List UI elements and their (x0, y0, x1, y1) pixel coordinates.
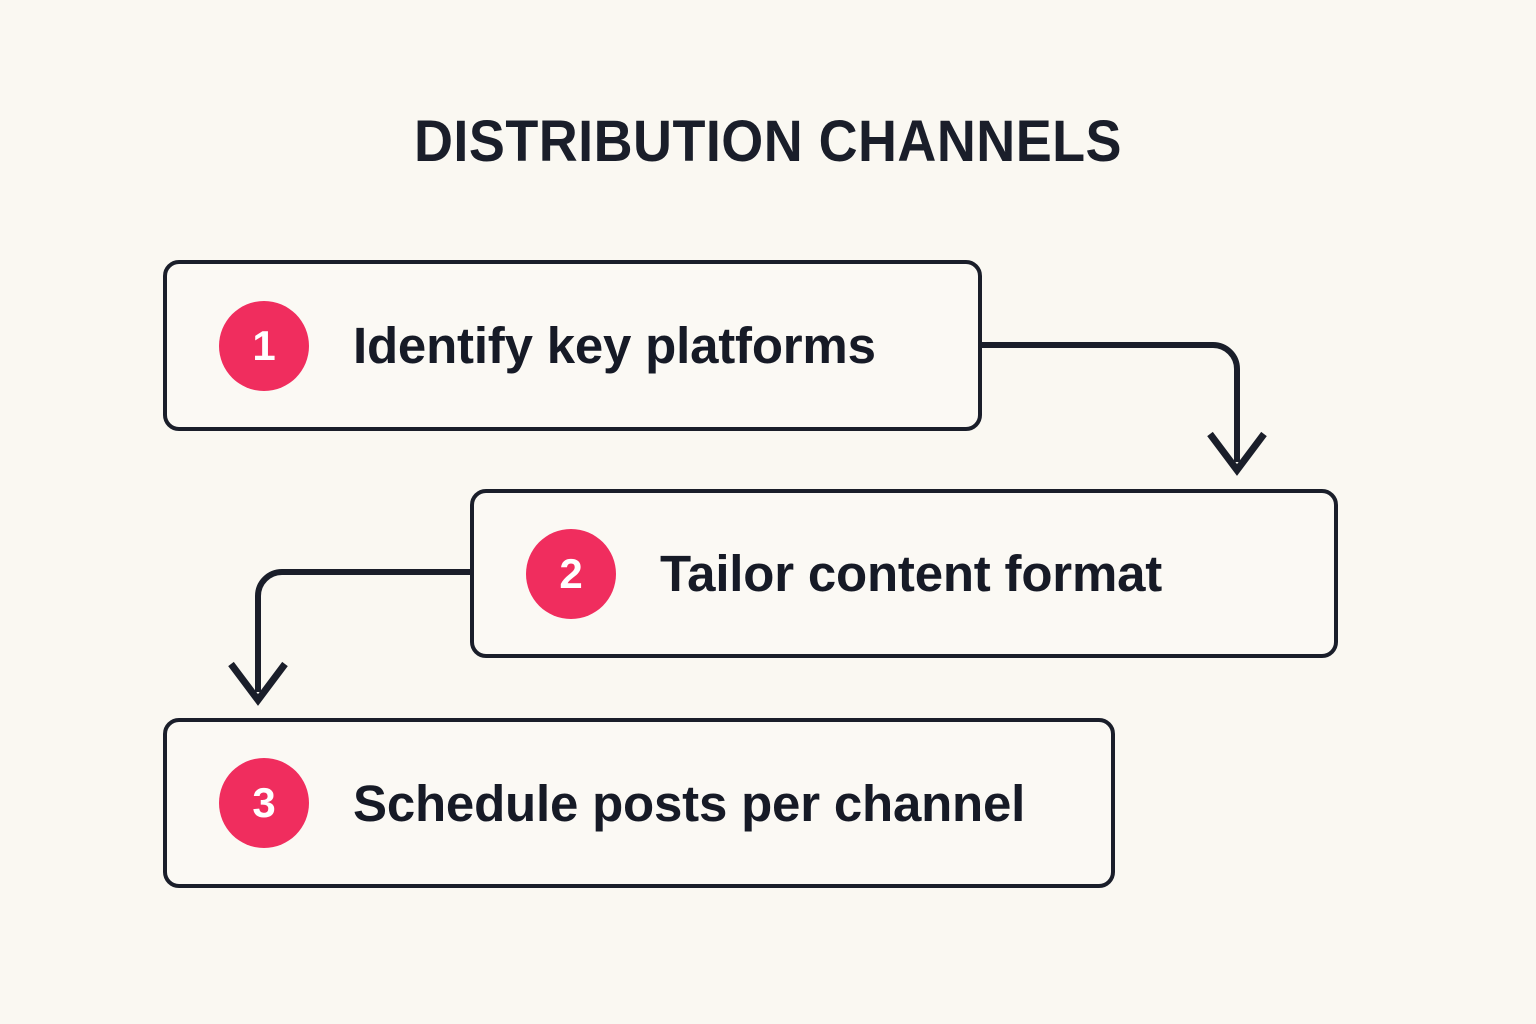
step-label-1: Identify key platforms (353, 317, 876, 374)
step-box-2[interactable]: 2 Tailor content format (470, 489, 1338, 658)
step-badge-1: 1 (219, 300, 309, 391)
connector-1-to-2-arrowhead (1207, 431, 1267, 476)
step-box-3[interactable]: 3 Schedule posts per channel (163, 718, 1115, 888)
connector-2-to-3-arrowhead (228, 661, 288, 706)
connector-2-to-3 (228, 569, 470, 706)
step-label-3: Schedule posts per channel (353, 774, 1026, 832)
page-title: DISTRIBUTION CHANNELS (414, 109, 1122, 174)
connector-2-to-3-line (255, 569, 470, 692)
connector-1-to-2-line (982, 342, 1240, 462)
step-label-2: Tailor content format (660, 545, 1163, 602)
connector-1-to-2 (982, 342, 1267, 476)
step-badge-3: 3 (219, 758, 309, 848)
step-box-1[interactable]: 1 Identify key platforms (163, 260, 982, 431)
step-badge-2: 2 (526, 528, 616, 619)
